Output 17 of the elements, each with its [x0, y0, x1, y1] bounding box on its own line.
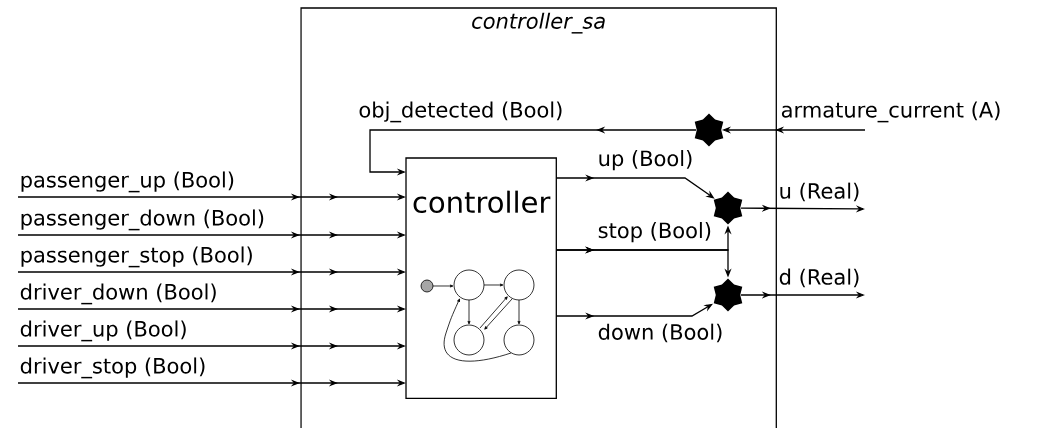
- edge-label: passenger_up (Bool): [21, 171, 234, 193]
- controller-box: controller: [405, 157, 557, 399]
- edge-label: u (Real): [780, 182, 859, 202]
- edge-label: obj_detected (Bool): [359, 101, 562, 123]
- edge-label: driver_down (Bool): [20, 283, 216, 305]
- edge-label: d (Real): [779, 268, 859, 288]
- edge-label: stop (Bool): [598, 222, 711, 243]
- edge-label: passenger_down (Bool): [21, 209, 264, 231]
- edge-label: up (Bool): [599, 150, 692, 171]
- edge-label: down (Bool): [598, 323, 722, 343]
- edge-label: armature_current (A): [781, 101, 1000, 123]
- edge-label: passenger_stop (Bool): [21, 246, 252, 268]
- edge-label: driver_stop (Bool): [20, 357, 205, 379]
- junction-star: [713, 191, 743, 225]
- junction-star: [713, 278, 743, 312]
- edge-label: driver_up (Bool): [20, 320, 186, 342]
- junction-star: [694, 113, 724, 147]
